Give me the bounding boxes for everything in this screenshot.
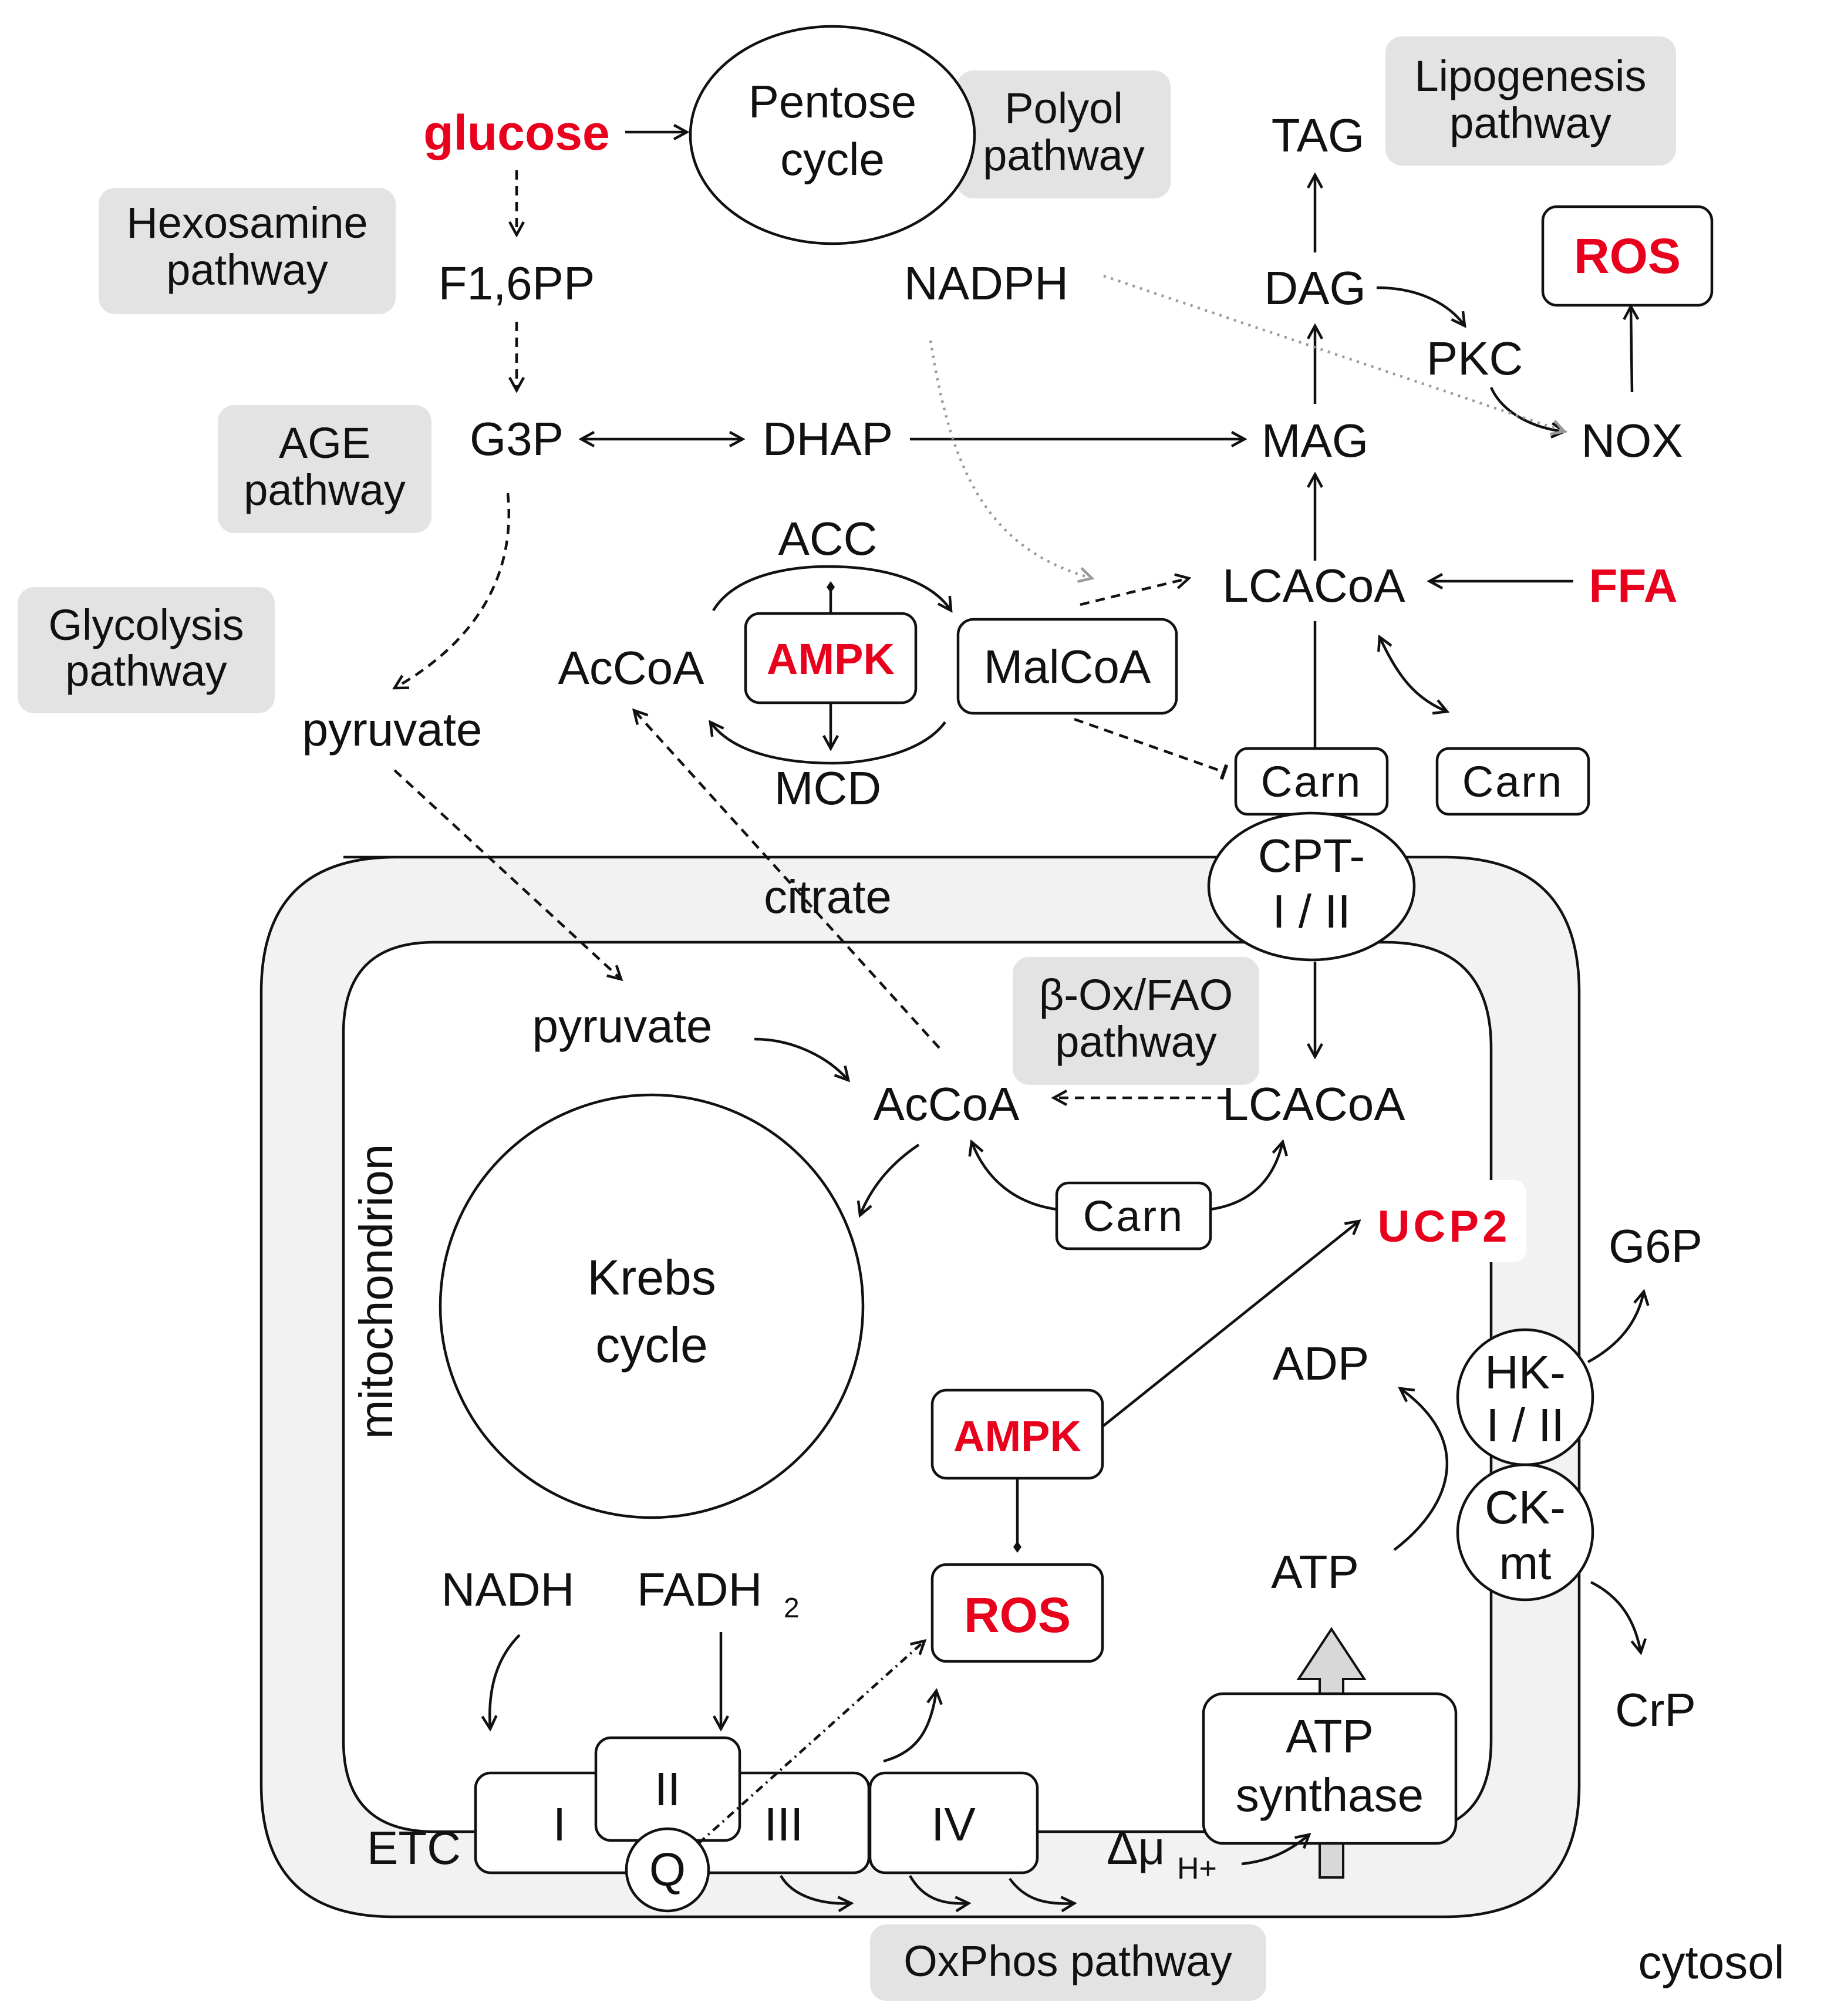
svg-text:I: I [553, 1798, 566, 1850]
hk-transporter: HK- I / II [1456, 1328, 1594, 1467]
krebs-cycle: Krebs cycle [439, 1093, 865, 1519]
dhap-label: DHAP [763, 413, 893, 465]
svg-text:synthase: synthase [1236, 1769, 1424, 1821]
ubiquinone-q: Q [625, 1827, 710, 1913]
svg-text:AMPK: AMPK [767, 635, 895, 683]
carnitine-mito-box: Carn [1055, 1181, 1212, 1250]
pentose-cycle: Pentose cycle [689, 25, 976, 245]
svg-text:pathway: pathway [166, 245, 328, 294]
mitochondrion-label: mitochondrion [350, 1144, 402, 1439]
dag-label: DAG [1264, 262, 1365, 314]
svg-text:II: II [655, 1763, 680, 1815]
nadph-label: NADPH [904, 257, 1068, 309]
svg-text:pathway: pathway [65, 646, 227, 695]
atp-synthase: ATP synthase [1202, 1627, 1458, 1879]
polyol-pathway-label: Polyol pathway [957, 70, 1171, 198]
svg-text:2: 2 [784, 1593, 800, 1624]
svg-text:Krebs: Krebs [587, 1250, 716, 1305]
carnitine-membrane-box: Carn [1234, 747, 1389, 816]
ros-mito-box: ROS [930, 1563, 1104, 1663]
ffa-label: FFA [1589, 559, 1677, 612]
svg-text:CPT-: CPT- [1258, 830, 1365, 882]
svg-text:ROS: ROS [1574, 228, 1681, 284]
svg-text:cycle: cycle [780, 133, 885, 185]
svg-text:MalCoA: MalCoA [984, 640, 1151, 693]
glucose-label: glucose [423, 105, 609, 160]
svg-text:I / II: I / II [1272, 885, 1350, 938]
svg-text:IV: IV [931, 1798, 976, 1850]
mag-label: MAG [1262, 414, 1368, 467]
glycolysis-pathway-label: Glycolysis pathway [18, 587, 275, 713]
acc-label: ACC [778, 513, 878, 565]
ampk-cytosol-box: AMPK [744, 612, 918, 704]
ampk-mito-box: AMPK [930, 1388, 1104, 1480]
etc-complex-iv: IV [868, 1771, 1039, 1875]
pyruvate-mito-label: pyruvate [532, 1000, 713, 1052]
svg-text:mt: mt [1499, 1537, 1552, 1589]
cpt-transporter: CPT- I / II [1207, 811, 1416, 962]
svg-text:pathway: pathway [983, 131, 1145, 180]
delta-mu-label: Δμ H+ [1107, 1822, 1217, 1886]
fadh2-label: FADH 2 [637, 1563, 800, 1624]
f16pp-label: F1,6PP [439, 257, 595, 309]
citrate-label: citrate [764, 871, 892, 923]
svg-text:ROS: ROS [964, 1587, 1071, 1643]
svg-text:AGE: AGE [279, 419, 370, 467]
mcd-label: MCD [774, 762, 881, 814]
svg-text:UCP2: UCP2 [1378, 1202, 1511, 1252]
svg-text:HK-: HK- [1485, 1346, 1566, 1398]
g6p-label: G6P [1609, 1220, 1702, 1272]
accoa-cytosol-label: AcCoA [558, 642, 705, 694]
pkc-label: PKC [1427, 332, 1523, 385]
svg-text:Lipogenesis: Lipogenesis [1415, 52, 1647, 100]
age-pathway-label: AGE pathway [218, 405, 431, 533]
svg-text:H+: H+ [1177, 1852, 1217, 1886]
svg-text:Pentose: Pentose [748, 76, 916, 127]
svg-text:Carn: Carn [1462, 757, 1563, 806]
g3p-label: G3P [470, 413, 564, 465]
accoa-mito-label: AcCoA [874, 1078, 1020, 1130]
svg-text:Carn: Carn [1261, 757, 1362, 806]
connectors [394, 132, 1644, 1904]
etc-label: ETC [367, 1822, 461, 1874]
svg-text:pathway: pathway [244, 466, 406, 514]
svg-text:CK-: CK- [1485, 1481, 1566, 1533]
hexosamine-pathway-label: Hexosamine pathway [99, 188, 396, 314]
nox-label: NOX [1581, 414, 1682, 467]
nadh-label: NADH [441, 1563, 575, 1616]
beta-ox-pathway-label: β-Ox/FAO pathway [1013, 957, 1259, 1085]
lcacoa-cytosol-label: LCACoA [1222, 559, 1405, 612]
tag-label: TAG [1272, 109, 1365, 161]
carnitine-free-box: Carn [1435, 747, 1590, 816]
svg-text:Q: Q [649, 1843, 686, 1896]
ckmt-transporter: CK- mt [1456, 1463, 1594, 1602]
svg-text:AMPK: AMPK [953, 1412, 1081, 1461]
svg-text:III: III [764, 1798, 804, 1850]
svg-text:pathway: pathway [1449, 99, 1611, 147]
malcoa-box: MalCoA [956, 618, 1178, 715]
svg-text:Hexosamine: Hexosamine [126, 198, 367, 247]
svg-text:Δμ: Δμ [1107, 1822, 1165, 1874]
crp-label: CrP [1615, 1684, 1696, 1736]
adp-label: ADP [1273, 1337, 1370, 1390]
svg-text:FADH: FADH [637, 1563, 762, 1616]
ucp2-box: UCP2 [1368, 1180, 1526, 1262]
svg-text:I / II: I / II [1486, 1399, 1564, 1451]
pyruvate-cytosol-label: pyruvate [302, 703, 483, 756]
lcacoa-mito-label: LCACoA [1222, 1078, 1405, 1130]
oxphos-pathway-label: OxPhos pathway [870, 1924, 1266, 2001]
ros-cytosol-box: ROS [1541, 205, 1714, 307]
svg-text:Polyol: Polyol [1004, 84, 1123, 133]
svg-text:β-Ox/FAO: β-Ox/FAO [1039, 970, 1233, 1019]
svg-text:OxPhos pathway: OxPhos pathway [903, 1937, 1232, 1985]
svg-text:pathway: pathway [1055, 1017, 1217, 1066]
lipogenesis-pathway-label: Lipogenesis pathway [1385, 36, 1676, 166]
atp-label: ATP [1271, 1546, 1359, 1598]
svg-text:ATP: ATP [1286, 1710, 1374, 1762]
svg-text:Glycolysis: Glycolysis [48, 601, 244, 649]
cytosol-label: cytosol [1638, 1936, 1785, 1988]
svg-text:cycle: cycle [595, 1317, 707, 1373]
svg-text:Carn: Carn [1083, 1192, 1184, 1240]
